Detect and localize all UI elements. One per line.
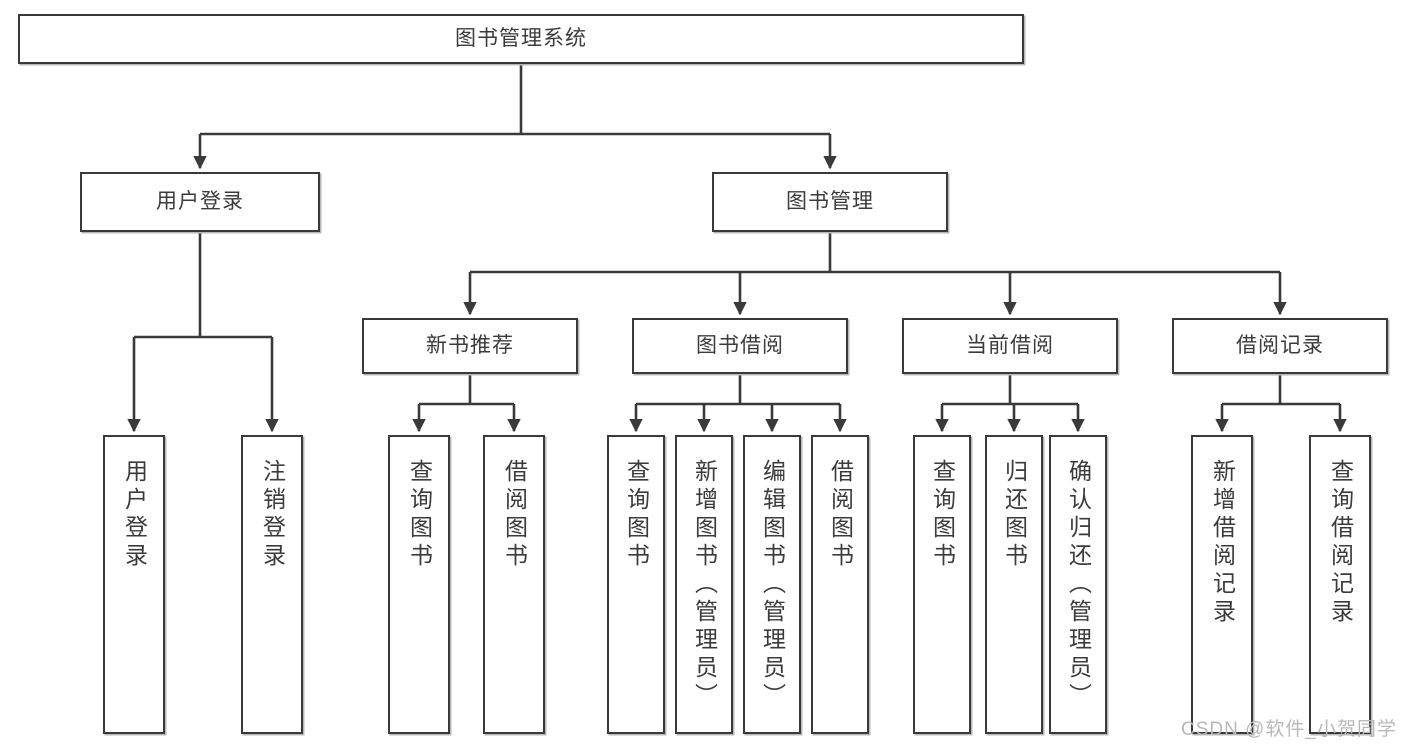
leaf-query-book-current[interactable]: 查询图书 <box>913 435 971 734</box>
leaf-label: 查询图书 <box>623 459 650 571</box>
leaf-label: 借阅图书 <box>827 459 854 571</box>
leaf-query-book-borrow[interactable]: 查询图书 <box>607 435 665 734</box>
leaf-label: 借阅图书 <box>501 459 528 571</box>
node-current-borrow-label: 当前借阅 <box>966 334 1054 358</box>
leaf-add-book-admin[interactable]: 新增图书（管理员） <box>675 435 733 734</box>
node-new-book-recommend[interactable]: 新书推荐 <box>362 318 578 374</box>
node-book-management-label: 图书管理 <box>786 190 874 214</box>
leaf-borrow-book-recommend[interactable]: 借阅图书 <box>483 435 545 734</box>
leaf-label: 编辑图书（管理员） <box>759 459 786 711</box>
leaf-logout[interactable]: 注销登录 <box>241 435 303 734</box>
node-book-management[interactable]: 图书管理 <box>712 172 948 232</box>
node-new-book-recommend-label: 新书推荐 <box>426 334 514 358</box>
leaf-user-login[interactable]: 用户登录 <box>103 435 165 734</box>
node-root[interactable]: 图书管理系统 <box>18 14 1024 64</box>
leaf-add-borrow-record[interactable]: 新增借阅记录 <box>1191 435 1253 734</box>
leaf-label: 归还图书 <box>1001 459 1028 571</box>
node-user-login[interactable]: 用户登录 <box>80 172 320 232</box>
leaf-label: 确认归还（管理员） <box>1065 459 1092 711</box>
node-borrow-record-label: 借阅记录 <box>1236 334 1324 358</box>
leaf-label: 查询图书 <box>406 459 433 571</box>
leaf-confirm-return-admin[interactable]: 确认归还（管理员） <box>1049 435 1107 734</box>
leaf-borrow-book[interactable]: 借阅图书 <box>811 435 869 734</box>
node-book-borrow[interactable]: 图书借阅 <box>632 318 848 374</box>
leaf-edit-book-admin[interactable]: 编辑图书（管理员） <box>743 435 801 734</box>
node-current-borrow[interactable]: 当前借阅 <box>902 318 1118 374</box>
leaf-label: 新增借阅记录 <box>1209 459 1236 627</box>
node-root-label: 图书管理系统 <box>455 27 587 51</box>
leaf-label: 新增图书（管理员） <box>691 459 718 711</box>
node-borrow-record[interactable]: 借阅记录 <box>1172 318 1388 374</box>
node-book-borrow-label: 图书借阅 <box>696 334 784 358</box>
leaf-return-book[interactable]: 归还图书 <box>985 435 1043 734</box>
leaf-label: 查询借阅记录 <box>1327 459 1354 627</box>
leaf-query-borrow-record[interactable]: 查询借阅记录 <box>1309 435 1371 734</box>
leaf-label: 用户登录 <box>121 459 148 571</box>
leaf-label: 注销登录 <box>259 459 286 571</box>
leaf-label: 查询图书 <box>929 459 956 571</box>
node-user-login-label: 用户登录 <box>156 190 244 214</box>
watermark: CSDN @软件_小贺同学 <box>1181 719 1397 740</box>
leaf-query-book-recommend[interactable]: 查询图书 <box>388 435 450 734</box>
